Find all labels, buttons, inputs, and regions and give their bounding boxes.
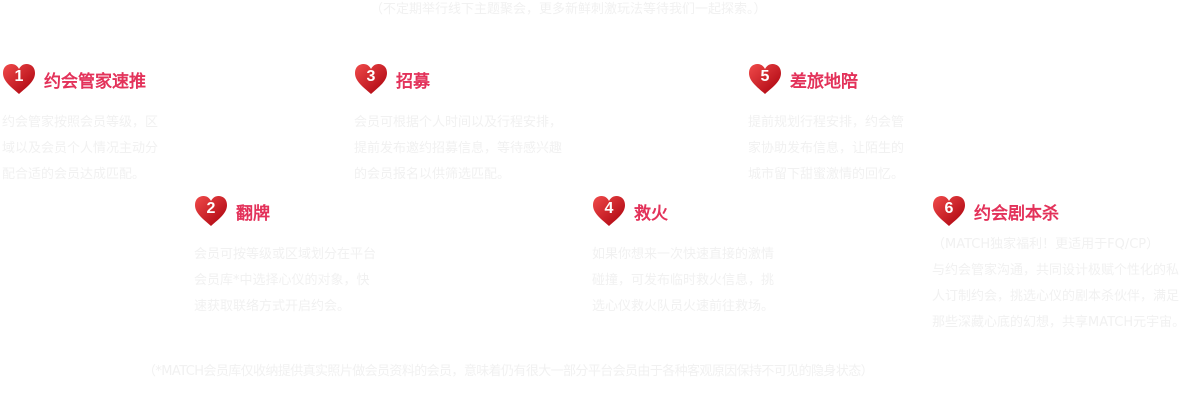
feature-description: 约会管家按照会员等级，区域以及会员个人情况主动分配合适的会员达成匹配。 xyxy=(2,110,158,188)
feature-desc-line: （MATCH独家福利！更适用于FQ/CP） xyxy=(932,237,1160,252)
feature-1: 1 约会管家速推 约会管家按照会员等级，区域以及会员个人情况主动分配合适的会员达… xyxy=(2,62,158,188)
feature-desc-line: 选心仪救火队员火速前往救场。 xyxy=(592,299,775,314)
feature-description: 会员可按等级或区域划分在平台会员库*中选择心仪的对象，快速获取联络方式开启约会。 xyxy=(194,242,376,320)
feature-desc-line: 会员可根据个人时间以及行程安排， xyxy=(354,115,563,130)
heart-number: 6 xyxy=(944,200,954,217)
feature-desc-line: 域以及会员个人情况主动分 xyxy=(2,141,159,156)
feature-desc-line: 如果你想来一次快速直接的激情 xyxy=(592,247,775,262)
feature-desc-line: 与约会管家沟通，共同设计极赋个性化的私 xyxy=(932,263,1180,278)
feature-description: （MATCH独家福利！更适用于FQ/CP） 与约会管家沟通，共同设计极赋个性化的私… xyxy=(932,232,1185,336)
heart-number-icon: 4 xyxy=(592,195,626,227)
feature-title: 救火 xyxy=(634,203,668,224)
feature-desc-line: 配合适的会员达成匹配。 xyxy=(2,167,146,182)
feature-description: 如果你想来一次快速直接的激情碰撞，可发布临时救火信息，挑选心仪救火队员火速前往救… xyxy=(592,242,774,320)
heart-number-icon: 2 xyxy=(194,195,228,227)
feature-title: 约会剧本杀 xyxy=(974,203,1059,224)
feature-desc-line: 那些深藏心底的幻想，共享MATCH元宇宙。 xyxy=(932,315,1186,330)
feature-4: 4 救火 如果你想来一次快速直接的激情碰撞，可发布临时救火信息，挑选心仪救火队员… xyxy=(592,194,774,320)
heart-number: 1 xyxy=(14,68,24,85)
heart-number-icon: 5 xyxy=(748,63,782,95)
feature-desc-line: 提前规划行程安排，约会管 xyxy=(748,115,905,130)
feature-desc-line: 会员库*中选择心仪的对象，快 xyxy=(194,273,370,288)
heart-number: 2 xyxy=(206,200,216,217)
feature-desc-line: 人订制约会，挑选心仪的剧本杀伙伴，满足 xyxy=(932,289,1180,304)
feature-desc-line: 速获取联络方式开启约会。 xyxy=(194,299,351,314)
top-note: （不定期举行线下主题聚会，更多新鲜刺激玩法等待我们一起探索。） xyxy=(370,2,767,17)
feature-title: 翻牌 xyxy=(236,203,270,224)
feature-title: 约会管家速推 xyxy=(44,71,146,92)
feature-title: 差旅地陪 xyxy=(790,71,858,92)
feature-5: 5 差旅地陪 提前规划行程安排，约会管家协助发布信息，让陌生的城市留下甜蜜激情的… xyxy=(748,62,904,188)
heart-number-icon: 1 xyxy=(2,63,36,95)
feature-desc-line: 家协助发布信息，让陌生的 xyxy=(748,141,905,156)
feature-desc-line: 碰撞，可发布临时救火信息，挑 xyxy=(592,273,775,288)
feature-description: 会员可根据个人时间以及行程安排， 提前发布邀约招募信息，等待感兴趣的会员报名以供筛… xyxy=(354,110,562,188)
feature-desc-line: 的会员报名以供筛选匹配。 xyxy=(354,167,511,182)
feature-3: 3 招募 会员可根据个人时间以及行程安排， 提前发布邀约招募信息，等待感兴趣的会员… xyxy=(354,62,562,188)
feature-desc-line: 城市留下甜蜜激情的回忆。 xyxy=(748,167,905,182)
feature-desc-line: 提前发布邀约招募信息，等待感兴趣 xyxy=(354,141,563,156)
heart-number-icon: 6 xyxy=(932,195,966,227)
feature-2: 2 翻牌 会员可按等级或区域划分在平台会员库*中选择心仪的对象，快速获取联络方式… xyxy=(194,194,376,320)
heart-number: 4 xyxy=(604,200,614,217)
feature-title: 招募 xyxy=(396,71,430,92)
heart-number-icon: 3 xyxy=(354,63,388,95)
heart-number: 5 xyxy=(760,68,770,85)
feature-description: 提前规划行程安排，约会管家协助发布信息，让陌生的城市留下甜蜜激情的回忆。 xyxy=(748,110,904,188)
bottom-note: （*MATCH会员库仅收纳提供真实照片做会员资料的会员，意味着仍有很大一部分平台… xyxy=(143,364,874,379)
feature-6: 6 约会剧本杀 （MATCH独家福利！更适用于FQ/CP） 与约会管家沟通，共同设… xyxy=(932,194,1185,336)
heart-number: 3 xyxy=(366,68,376,85)
feature-desc-line: 约会管家按照会员等级，区 xyxy=(2,115,159,130)
feature-desc-line: 会员可按等级或区域划分在平台 xyxy=(194,247,377,262)
